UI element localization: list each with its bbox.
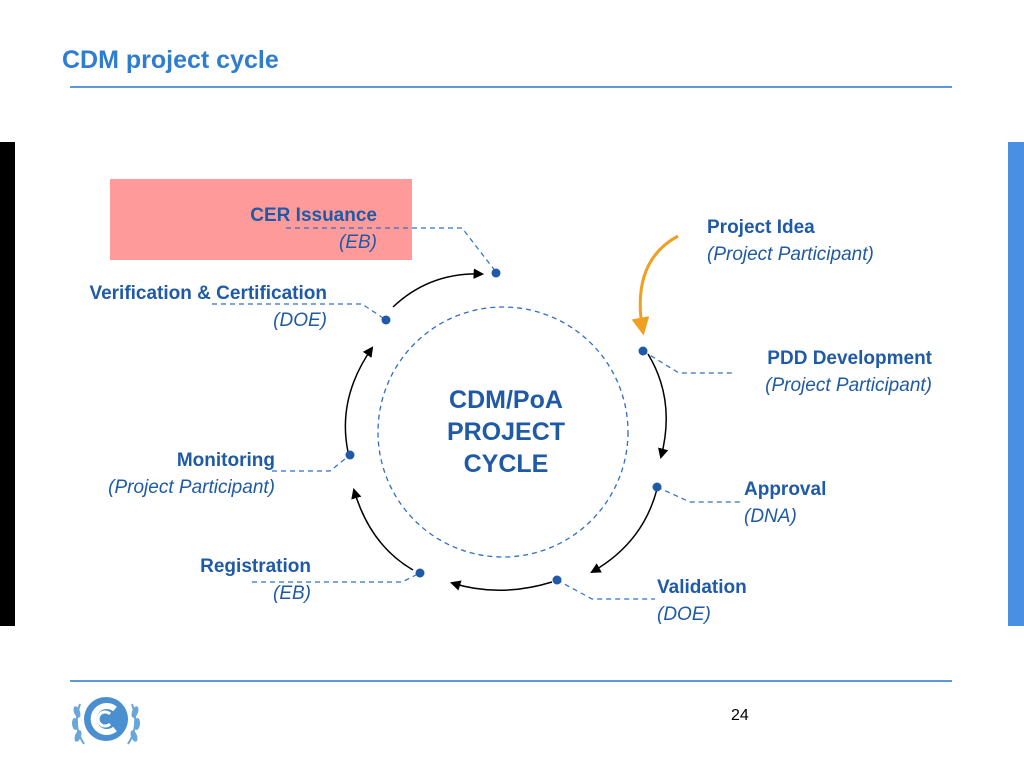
center-line-3: CYCLE (463, 450, 549, 478)
step-title: Approval (744, 479, 827, 500)
leader-validation (556, 579, 655, 600)
arrow-registration-to-monitoring (351, 487, 414, 571)
page-number: 24 (731, 707, 749, 724)
step-title: CER Issuance (250, 205, 377, 226)
leader-approval (656, 486, 743, 503)
arrow-pdd-to-approval (647, 353, 669, 460)
step-actor: (DNA) (744, 506, 797, 527)
arrow-monitoring-to-verification (344, 346, 374, 453)
step-dot-monitoring (345, 450, 355, 460)
step-actor: (DOE) (657, 604, 711, 625)
step-actor: (DOE) (273, 310, 327, 331)
step-title: Verification & Certification (89, 283, 327, 304)
step-monitoring: Monitoring (Project Participant) (108, 447, 275, 501)
step-actor: (EB) (339, 232, 377, 253)
step-project-idea: Project Idea (Project Participant) (707, 214, 874, 268)
center-line-2: PROJECT (446, 418, 566, 446)
arrow-verification-to-cer (392, 268, 485, 308)
step-validation: Validation (DOE) (657, 574, 747, 628)
step-pdd-development: PDD Development (Project Participant) (765, 345, 932, 399)
step-title: PDD Development (767, 348, 932, 369)
title-divider (70, 86, 952, 88)
step-actor: (Project Participant) (707, 244, 874, 265)
step-dot-validation (552, 575, 562, 585)
step-verification-certification: Verification & Certification (DOE) (89, 280, 327, 334)
cycle-center-label: CDM/PoA PROJECT CYCLE (420, 384, 592, 480)
leader-monitoring (272, 454, 351, 472)
arrow-approval-to-validation (590, 488, 658, 574)
step-actor: (Project Participant) (108, 477, 275, 498)
right-accent-bar (1008, 142, 1024, 626)
arrow-project-idea-entry (631, 234, 679, 336)
step-dot-approval (652, 482, 662, 492)
footer-divider (70, 680, 952, 682)
leader-cer (286, 227, 497, 273)
step-actor: (EB) (273, 583, 311, 604)
unfccc-logo-icon (71, 697, 141, 745)
slide-title: CDM project cycle (62, 46, 279, 74)
step-title: Monitoring (176, 450, 275, 471)
step-actor: (Project Participant) (765, 375, 932, 396)
step-approval: Approval (DNA) (744, 476, 826, 530)
step-title: Registration (200, 556, 311, 577)
center-line-1: CDM/PoA (449, 386, 563, 414)
step-title: Project Idea (707, 217, 815, 238)
cer-issuance-highlight-box (110, 179, 412, 260)
leader-registration (252, 572, 421, 583)
cycle-center-circle (377, 306, 629, 558)
step-cer-issuance: CER Issuance (EB) (250, 202, 377, 256)
step-title: Validation (657, 577, 747, 598)
step-dot-registration (415, 568, 425, 578)
leader-verification (212, 303, 387, 321)
left-accent-bar (0, 142, 15, 626)
arrow-validation-to-registration (449, 580, 553, 591)
step-registration: Registration (EB) (200, 553, 311, 607)
step-dot-cer (491, 268, 501, 278)
step-dot-verification (381, 315, 391, 325)
step-dot-pdd (638, 346, 648, 356)
